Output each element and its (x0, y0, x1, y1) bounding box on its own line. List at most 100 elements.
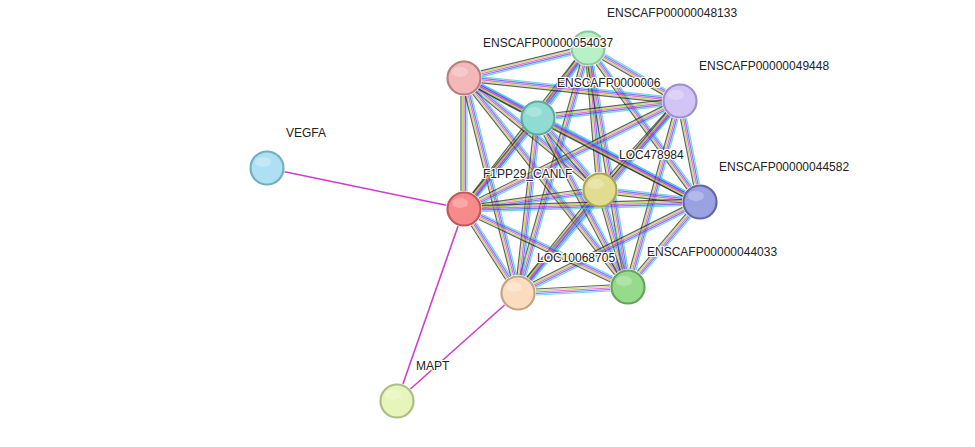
evidence-line (482, 77, 662, 96)
evidence-line (682, 119, 695, 185)
interaction-edge (536, 285, 610, 295)
evidence-line (478, 134, 529, 197)
evidence-line (556, 100, 662, 113)
evidence-line (482, 55, 571, 77)
protein-label: LOC478984 (619, 148, 684, 162)
protein-node: MAPT (379, 383, 415, 419)
node-highlight (452, 67, 468, 77)
node-highlight (668, 90, 684, 100)
node-circle-shape (249, 150, 285, 186)
evidence-line (683, 119, 696, 185)
evidence-line (471, 226, 506, 280)
protein-label: ENSCAFP00000044582 (719, 160, 849, 174)
interaction-edge (479, 214, 613, 282)
node-highlight (688, 191, 704, 201)
protein-node: LOC10068705 (500, 275, 536, 311)
protein-label: LOC10068705 (537, 251, 615, 265)
interaction-edge (482, 200, 682, 212)
protein-label: ENSCAFP00000049448 (699, 59, 829, 73)
node-circle (381, 385, 414, 418)
evidence-line (474, 131, 525, 194)
protein-label: F1PP29_CANLF (483, 167, 572, 181)
protein-node: VEGFA (249, 150, 285, 186)
protein-node: LOC478984 (582, 172, 618, 208)
evidence-line (462, 96, 463, 191)
evidence-line (482, 54, 571, 76)
node-circle-shape (520, 100, 556, 136)
evidence-line (285, 172, 447, 206)
node-circle (448, 62, 481, 95)
node-circle (612, 271, 645, 304)
evidence-line (473, 130, 524, 193)
node-highlight (255, 157, 271, 167)
node-circle-shape (662, 83, 698, 119)
evidence-line (479, 89, 683, 196)
protein-label: ENSCAFP0000006 (557, 76, 660, 90)
evidence-line (472, 225, 507, 279)
evidence-line (481, 51, 570, 73)
node-circle-shape (446, 191, 482, 227)
interaction-edge (481, 49, 571, 76)
protein-label: MAPT (416, 359, 449, 373)
evidence-line (477, 90, 619, 271)
node-highlight (526, 107, 542, 117)
evidence-line (556, 102, 662, 115)
interaction-edge (473, 130, 529, 197)
node-circle-shape (500, 275, 536, 311)
evidence-line (475, 223, 510, 277)
evidence-line (474, 93, 616, 274)
node-highlight (452, 198, 468, 208)
evidence-line (481, 190, 581, 204)
evidence-line (482, 200, 682, 206)
evidence-line (463, 96, 464, 191)
node-circle (448, 193, 481, 226)
node-circle-shape (379, 383, 415, 419)
node-circle-shape (446, 60, 482, 96)
node-circle-shape (610, 269, 646, 305)
evidence-line (474, 224, 509, 278)
evidence-line (465, 96, 466, 191)
evidence-line (476, 223, 511, 277)
protein-node: ENSCAFP00000049448 (662, 83, 698, 119)
node-circle-shape (582, 172, 618, 208)
evidence-line (481, 52, 570, 74)
protein-node: F1PP29_CANLF (446, 191, 482, 227)
node-circle (664, 85, 697, 118)
interaction-edge (471, 223, 511, 280)
evidence-line (479, 219, 610, 282)
node-circle-shape (682, 184, 718, 220)
interaction-edge (403, 226, 458, 384)
node-circle (251, 152, 284, 185)
evidence-line (403, 226, 458, 384)
protein-node: ENSCAFP00000044033 (610, 269, 646, 305)
protein-node: ENSCAFP00000054037 (446, 60, 482, 96)
node-circle (522, 102, 555, 135)
evidence-line (533, 207, 683, 282)
node-highlight (385, 390, 401, 400)
evidence-line (475, 132, 526, 195)
node-highlight (506, 282, 522, 292)
node-highlight (588, 179, 604, 189)
evidence-line (553, 128, 683, 195)
node-circle (684, 186, 717, 219)
evidence-line (481, 49, 570, 71)
evidence-line (460, 96, 461, 191)
protein-label: ENSCAFP00000048133 (607, 6, 737, 20)
interaction-edge (410, 305, 504, 389)
node-circle (502, 277, 535, 310)
interaction-edge (285, 172, 447, 206)
evidence-line (480, 218, 611, 281)
node-circle (584, 174, 617, 207)
protein-node: ENSCAFP0000006 (520, 100, 556, 136)
protein-node: ENSCAFP00000044582 (682, 184, 718, 220)
evidence-line (477, 133, 528, 196)
evidence-line (466, 96, 467, 191)
protein-label: ENSCAFP00000044033 (647, 245, 777, 259)
protein-label: ENSCAFP00000054037 (483, 36, 613, 50)
evidence-line (640, 216, 689, 274)
evidence-line (410, 305, 504, 389)
evidence-line (536, 285, 610, 289)
protein-label: VEGFA (286, 126, 326, 140)
interaction-edge (473, 90, 619, 274)
